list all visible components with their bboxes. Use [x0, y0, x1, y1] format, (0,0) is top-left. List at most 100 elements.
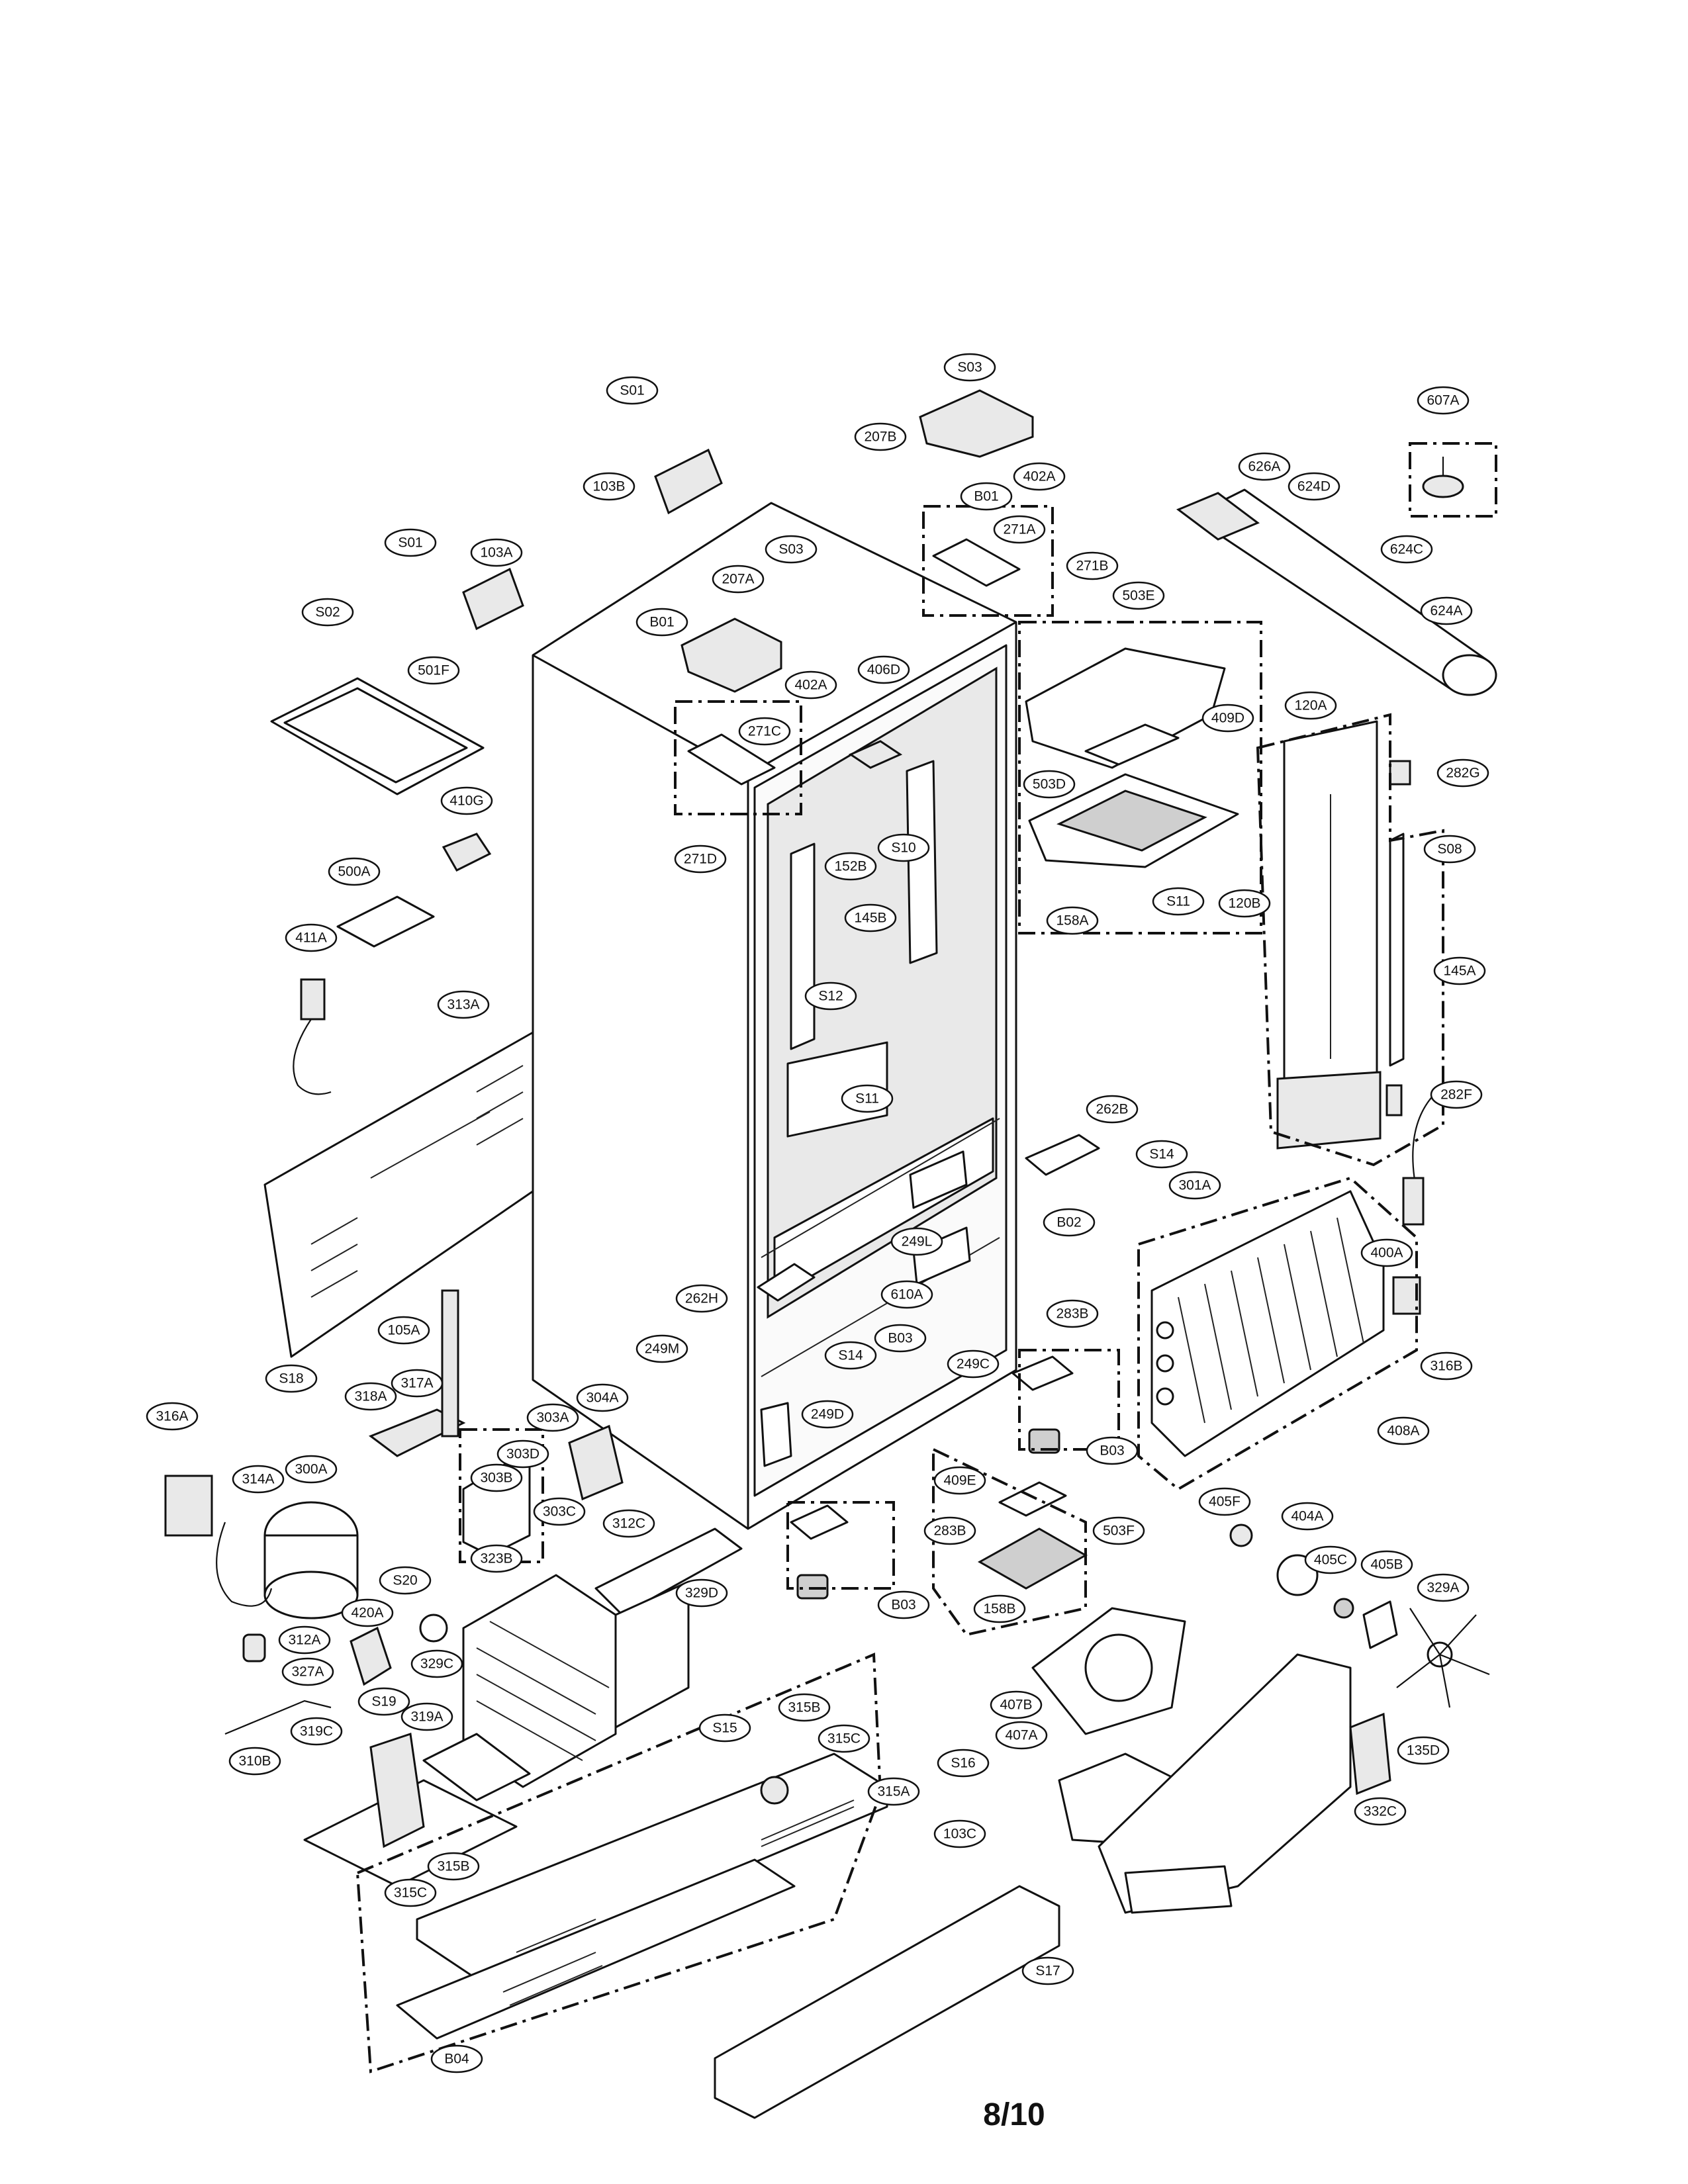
- callout-label: 262H: [685, 1291, 718, 1306]
- callout-label: 315C: [827, 1731, 861, 1747]
- callout-label: 503D: [1033, 777, 1066, 792]
- callout-label: 408A: [1387, 1424, 1419, 1439]
- part-282g-clip: [1389, 760, 1411, 786]
- callout-400a: 400A: [1360, 1238, 1413, 1267]
- callout-label: 314A: [242, 1472, 274, 1487]
- callout-label: S18: [279, 1371, 303, 1387]
- callout-label: 158B: [983, 1602, 1015, 1617]
- callout-label: S14: [838, 1348, 863, 1363]
- part-callouts: S01103BS03207B402AB01271A271B607A626A624…: [146, 353, 1489, 2073]
- callout-label: B04: [444, 2052, 469, 2067]
- callout-label: 329C: [420, 1657, 453, 1672]
- callout-label: 304A: [586, 1390, 618, 1406]
- callout-label: B03: [891, 1598, 915, 1613]
- part-329d-shroud: [614, 1580, 690, 1729]
- callout-label: 315B: [437, 1859, 469, 1874]
- callout-label: B01: [649, 615, 674, 630]
- callout-label: 249D: [811, 1407, 844, 1422]
- callout-label: 411A: [295, 931, 327, 946]
- callout-610a: 610A: [880, 1280, 933, 1309]
- callout-label: S02: [315, 605, 340, 620]
- callout-label: 407A: [1005, 1728, 1037, 1743]
- callout-158b: 158B: [973, 1594, 1026, 1623]
- callout-label: 158A: [1056, 913, 1088, 929]
- callout-312a: 312A: [278, 1625, 331, 1655]
- callout-label: 303A: [536, 1410, 569, 1426]
- callout-label: 319A: [410, 1709, 443, 1725]
- callout-304a: 304A: [576, 1383, 629, 1412]
- callout-315c: 315C: [818, 1724, 870, 1753]
- part-409d-label: [1084, 723, 1180, 766]
- callout-314a: 314A: [232, 1465, 285, 1494]
- callout-207a: 207A: [712, 565, 765, 594]
- part-271d-hinge: [687, 733, 776, 786]
- callout-405b: 405B: [1360, 1550, 1413, 1579]
- callout-label: 271A: [1003, 522, 1035, 537]
- callout-label: 503F: [1103, 1524, 1135, 1539]
- callout-b01: B01: [635, 608, 688, 637]
- callout-271a: 271A: [993, 515, 1046, 544]
- callout-315b: 315B: [427, 1852, 480, 1881]
- callout-315c: 315C: [384, 1878, 437, 1907]
- callout-410g: 410G: [440, 786, 493, 815]
- callout-301a: 301A: [1168, 1171, 1221, 1200]
- callout-405f: 405F: [1198, 1487, 1251, 1516]
- callout-label: 402A: [794, 678, 827, 693]
- callout-label: B03: [1100, 1443, 1124, 1459]
- shelf-rails: [760, 760, 971, 1467]
- callout-label: 207A: [722, 572, 754, 587]
- part-501f-panel: [270, 677, 485, 796]
- callout-label: 317A: [400, 1376, 433, 1391]
- part-103a-hinge-cover: [462, 567, 524, 631]
- callout-label: 315B: [788, 1700, 820, 1715]
- callout-282f: 282F: [1430, 1080, 1483, 1109]
- callout-label: 405C: [1314, 1553, 1347, 1568]
- callout-label: 105A: [387, 1323, 420, 1338]
- callout-s14: S14: [1135, 1140, 1188, 1169]
- callout-329d: 329D: [675, 1578, 728, 1608]
- callout-319a: 319A: [400, 1702, 453, 1731]
- part-332c-shroud: [1098, 1653, 1352, 1914]
- callout-label: 315A: [877, 1784, 910, 1799]
- callout-501f: 501F: [407, 656, 460, 685]
- callout-label: 402A: [1023, 469, 1055, 484]
- part-405f-washer: [1229, 1524, 1253, 1547]
- callout-label: 249C: [957, 1357, 990, 1372]
- callout-label: 283B: [933, 1524, 966, 1539]
- callout-s14: S14: [824, 1341, 877, 1370]
- callout-207b: 207B: [854, 422, 907, 451]
- callout-b03: B03: [877, 1590, 930, 1619]
- callout-label: 624A: [1430, 604, 1462, 619]
- callout-332c: 332C: [1354, 1797, 1407, 1826]
- callout-label: S17: [1035, 1964, 1060, 1979]
- cabinet: [532, 502, 1017, 1530]
- callout-label: S15: [712, 1721, 737, 1736]
- callout-label: 207B: [864, 430, 896, 445]
- callout-315b: 315B: [778, 1693, 831, 1722]
- callout-500a: 500A: [328, 857, 381, 886]
- part-319c-tray: [303, 1733, 518, 1888]
- part-409e-label: [998, 1481, 1067, 1517]
- callout-label: S03: [778, 542, 803, 557]
- callout-label: 500A: [338, 864, 370, 880]
- callout-312c: 312C: [602, 1509, 655, 1538]
- callout-label: 303B: [480, 1471, 512, 1486]
- callout-310b: 310B: [228, 1747, 281, 1776]
- callout-404a: 404A: [1281, 1502, 1334, 1531]
- callout-label: 262B: [1096, 1102, 1128, 1117]
- callout-283b: 283B: [1046, 1299, 1099, 1328]
- callout-405c: 405C: [1304, 1545, 1357, 1574]
- callout-label: 301A: [1178, 1178, 1211, 1193]
- part-624-tube: [1176, 488, 1497, 696]
- callout-label: 329D: [685, 1586, 718, 1601]
- callout-624a: 624A: [1420, 596, 1473, 625]
- callout-label: B01: [974, 489, 998, 504]
- page-number: 8/10: [983, 2097, 1045, 2132]
- part-313a-back-cover: [263, 1031, 534, 1358]
- callout-s02: S02: [301, 598, 354, 627]
- callout-label: 315C: [394, 1886, 427, 1901]
- callout-label: S14: [1149, 1147, 1174, 1162]
- callout-s01: S01: [606, 376, 659, 405]
- callout-323b: 323B: [470, 1544, 523, 1573]
- callout-407a: 407A: [995, 1721, 1048, 1750]
